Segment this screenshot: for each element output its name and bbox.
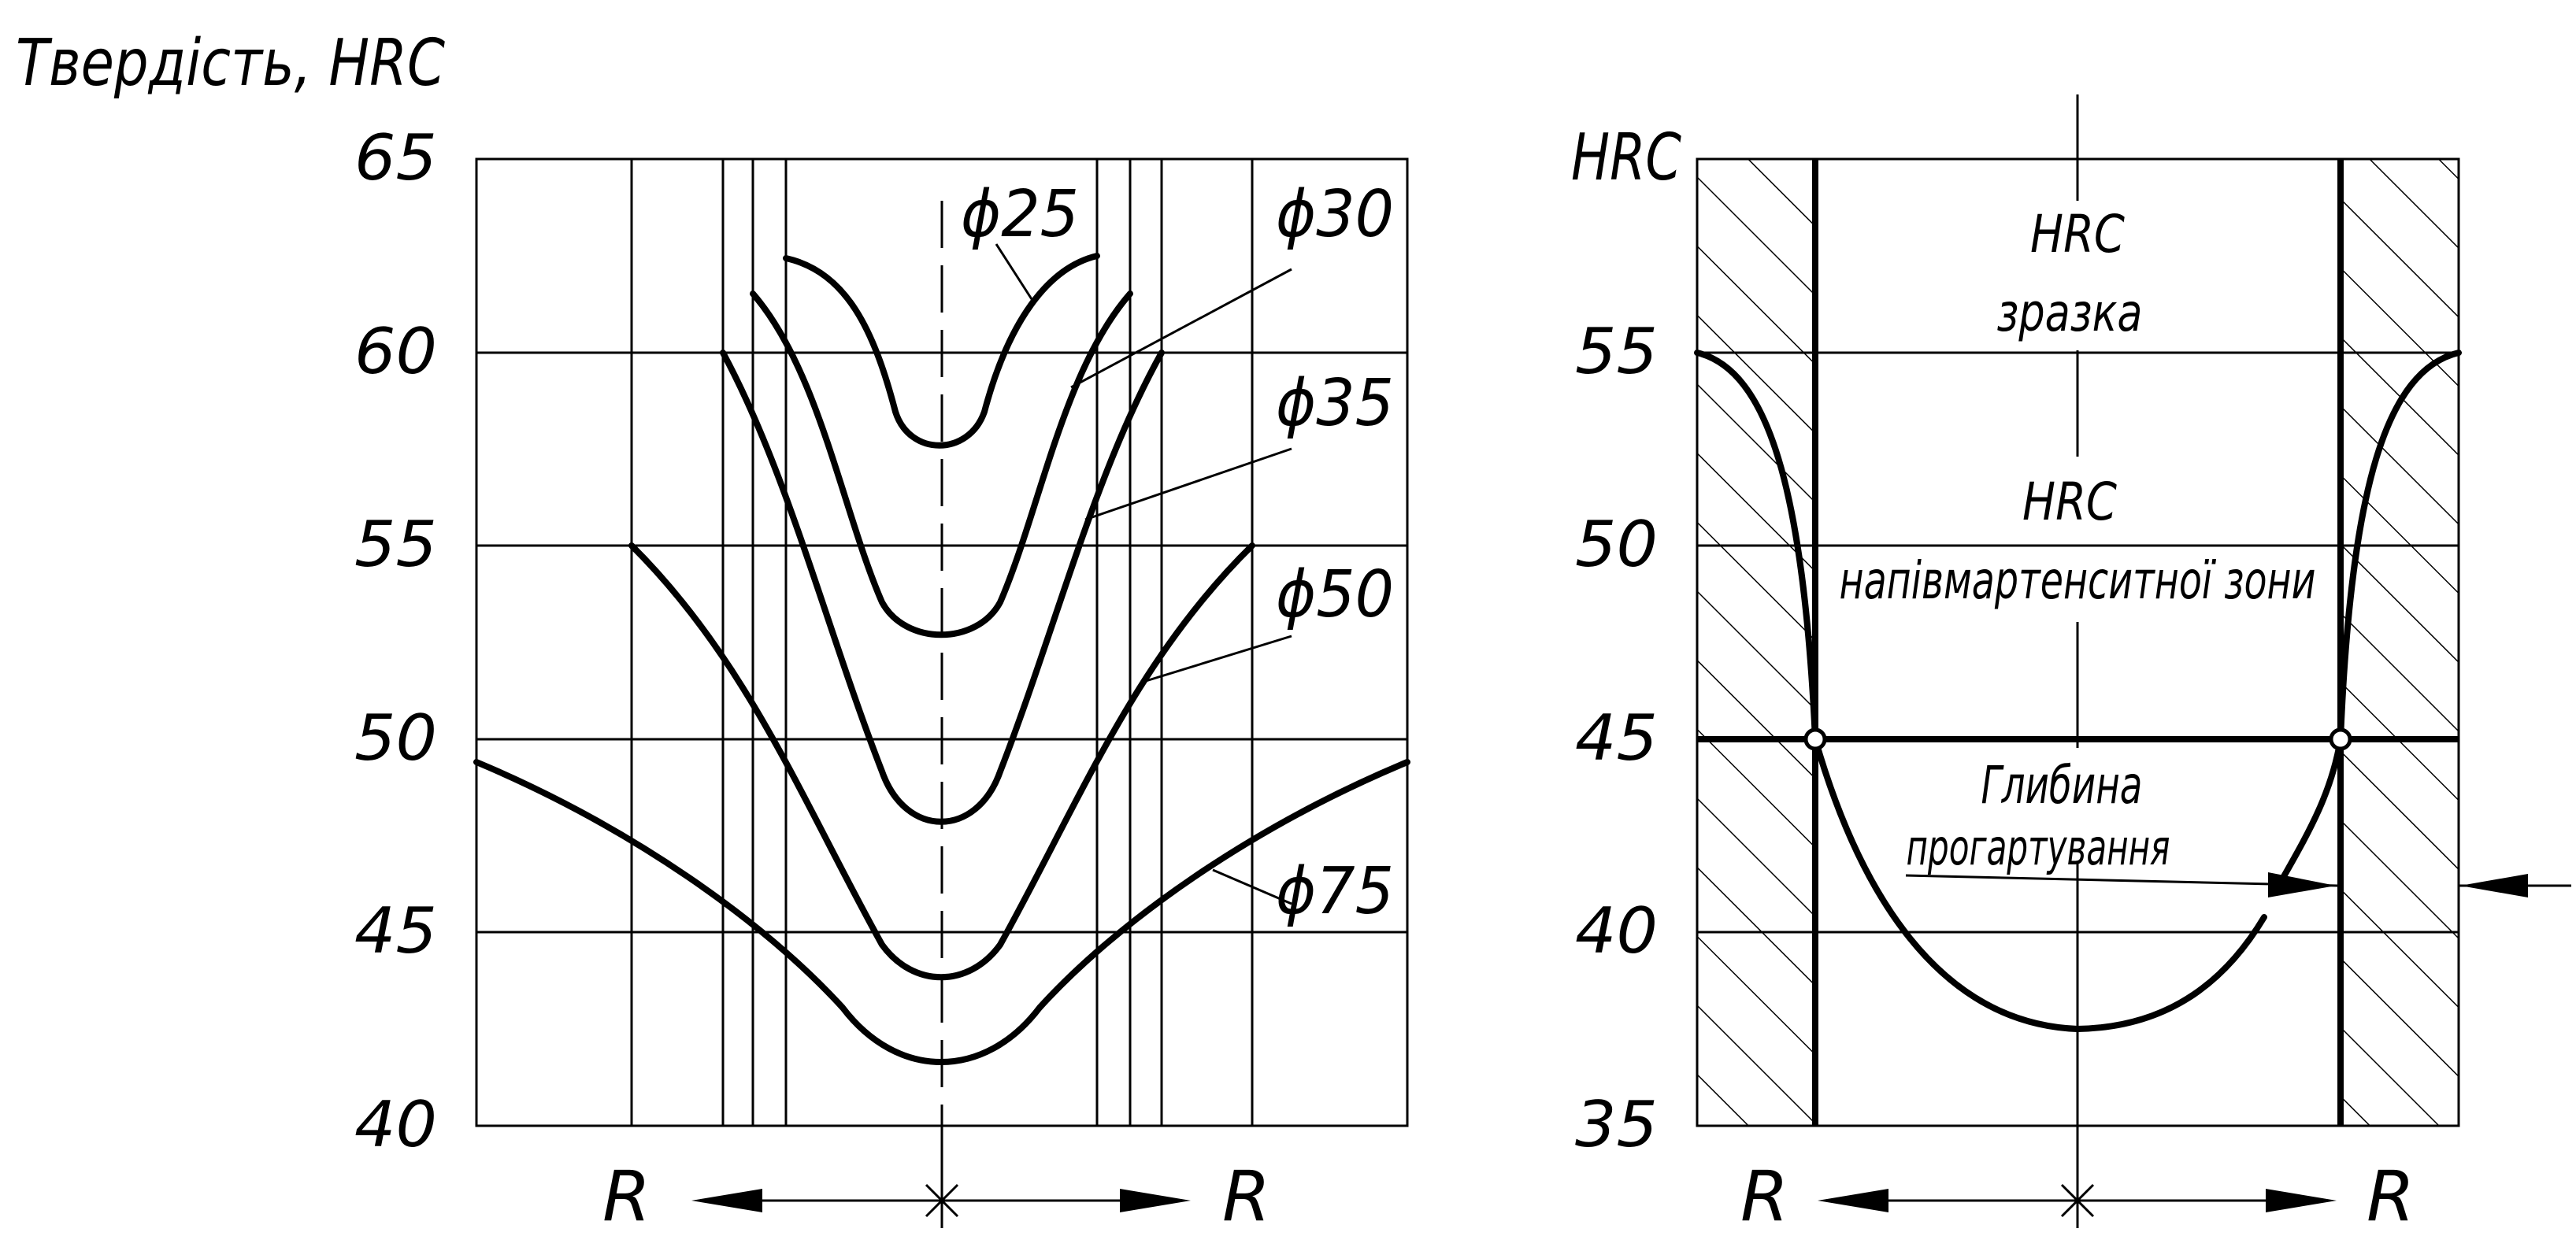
right-y-title: HRC	[1571, 120, 1681, 195]
curve-d35	[720, 350, 1165, 825]
curve-d25	[783, 253, 1100, 449]
hardness-curve-end	[2277, 350, 2462, 886]
left-y-ticks: 65 60 55 50 45 40	[354, 121, 437, 1161]
left-curves	[473, 253, 1410, 1065]
hardness-curve	[1694, 350, 2267, 1032]
right-chart: HRC 55 50 45 40 35	[1571, 94, 2571, 1236]
label-half-name: напівмартенситної зони	[1840, 550, 2316, 611]
right-y-tick: 55	[1575, 315, 1658, 388]
left-y-tick: 55	[354, 508, 437, 581]
left-series-labels: ϕ25 ϕ30 ϕ35 ϕ50 ϕ75	[961, 177, 1394, 929]
left-leaders	[995, 243, 1292, 905]
label-half-hrc: HRC	[2022, 472, 2117, 532]
right-y-tick: 35	[1575, 1088, 1658, 1161]
label-sample-hrc: HRC	[2030, 204, 2125, 265]
left-y-tick: 50	[354, 701, 437, 775]
curve-d75	[473, 759, 1410, 1065]
right-y-tick: 45	[1575, 701, 1658, 775]
left-v-gridlines	[630, 159, 1254, 1126]
left-y-tick: 45	[354, 894, 437, 968]
label-d50: ϕ50	[1276, 557, 1394, 632]
hatched-strip-right	[2341, 159, 2459, 1126]
intersection-marker-left	[1803, 727, 1827, 751]
left-y-tick: 60	[354, 315, 437, 388]
intersection-marker-right	[2329, 727, 2352, 751]
depth-leader	[1905, 872, 2571, 897]
right-x-label-left: R	[1740, 1156, 1788, 1236]
right-y-tick: 50	[1575, 508, 1658, 581]
label-depth-2: прогартування	[1907, 819, 2170, 876]
right-y-ticks: 55 50 45 40 35	[1575, 315, 1658, 1161]
label-d75: ϕ75	[1276, 854, 1394, 929]
label-depth-1: Глибина	[1981, 755, 2143, 816]
label-d25: ϕ25	[961, 177, 1079, 252]
curve-d30	[750, 290, 1133, 638]
label-d30: ϕ30	[1276, 177, 1394, 252]
right-x-label-right: R	[2367, 1156, 2415, 1236]
label-sample-name: зразка	[1997, 283, 2143, 343]
left-dimension-arrow	[691, 1126, 1191, 1228]
right-y-tick: 40	[1575, 894, 1658, 968]
left-y-tick: 40	[354, 1088, 437, 1161]
right-dimension-arrow	[1818, 1183, 2337, 1218]
curve-d50	[628, 542, 1255, 981]
label-d35: ϕ35	[1276, 366, 1394, 441]
left-y-title: Твердість, HRC	[16, 26, 445, 101]
left-chart: Твердість, HRC 65 60 55 50	[16, 26, 1410, 1236]
hatched-strip-left	[1697, 159, 1815, 1126]
left-y-tick: 65	[354, 121, 437, 194]
left-x-label-left: R	[602, 1156, 650, 1236]
left-x-label-right: R	[1222, 1156, 1270, 1236]
